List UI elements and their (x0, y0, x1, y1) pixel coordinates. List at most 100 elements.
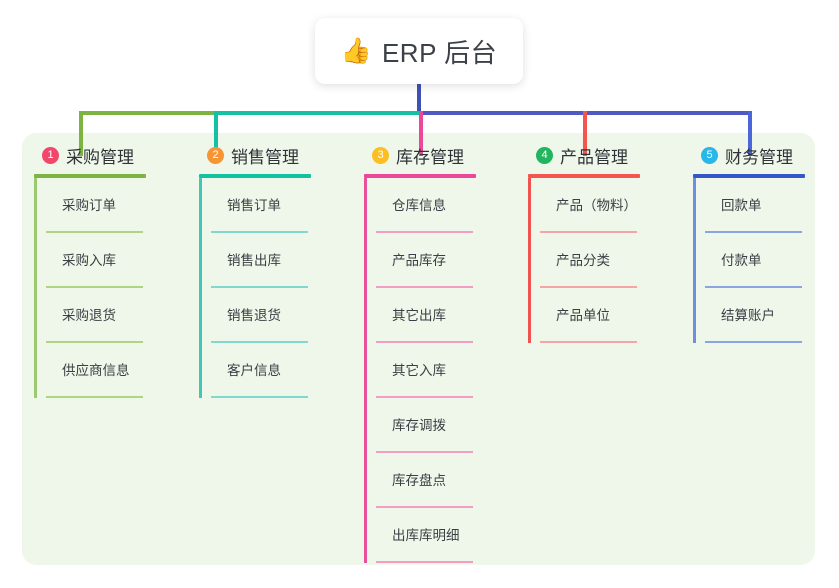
leaf-node[interactable]: 销售退货 (211, 288, 365, 343)
leaf-node-underline (376, 286, 473, 288)
leaf-node[interactable]: 采购入库 (46, 233, 200, 288)
leaf-node-label: 产品库存 (392, 253, 446, 268)
leaf-node-label: 销售退货 (227, 308, 281, 323)
leaf-node-underline (46, 231, 143, 233)
leaf-node[interactable]: 产品单位 (540, 288, 694, 343)
leaf-node[interactable]: 回款单 (705, 178, 839, 233)
diagram-panel (22, 133, 815, 565)
leaf-node-underline (46, 396, 143, 398)
leaf-node[interactable]: 仓库信息 (376, 178, 530, 233)
branch-column-1: 1 采购管理采购订单采购入库采购退货供应商信息 (34, 140, 200, 398)
branch-header-1[interactable]: 1 采购管理 (34, 140, 200, 170)
leaf-node-label: 其它出库 (392, 308, 446, 323)
leaf-node[interactable]: 供应商信息 (46, 343, 200, 398)
leaf-node-underline (376, 451, 473, 453)
leaf-node[interactable]: 客户信息 (211, 343, 365, 398)
leaf-node-label: 出库库明细 (392, 528, 460, 543)
branch-column-5: 5 财务管理回款单付款单结算账户 (693, 140, 839, 343)
branch-drop-1 (79, 111, 83, 156)
thumbs-up-icon: 👍 (340, 36, 372, 65)
leaf-node[interactable]: 其它入库 (376, 343, 530, 398)
leaf-node[interactable]: 库存盘点 (376, 453, 530, 508)
leaf-node-underline (705, 286, 802, 288)
leaf-node[interactable]: 出库库明细 (376, 508, 530, 563)
leaf-node[interactable]: 库存调拨 (376, 398, 530, 453)
branch-underline (693, 174, 805, 178)
branch-underline (364, 174, 476, 178)
leaf-node-underline (211, 341, 308, 343)
branch-number-badge: 2 (207, 146, 224, 164)
leaf-node-underline (705, 341, 802, 343)
branch-number-badge: 5 (701, 146, 718, 164)
leaf-node-label: 库存调拨 (392, 418, 446, 433)
leaf-node[interactable]: 采购退货 (46, 288, 200, 343)
branch-header-5[interactable]: 5 财务管理 (693, 140, 839, 170)
branch-header-3[interactable]: 3 库存管理 (364, 140, 530, 170)
root-node-title: ERP 后台 (381, 37, 498, 68)
branch-column-3: 3 库存管理仓库信息产品库存其它出库其它入库库存调拨库存盘点出库库明细 (364, 140, 530, 563)
branch-drop-4 (583, 111, 587, 156)
leaf-node-label: 仓库信息 (392, 198, 446, 213)
leaf-node[interactable]: 其它出库 (376, 288, 530, 343)
leaf-node-underline (376, 506, 473, 508)
leaf-node-label: 结算账户 (721, 308, 775, 323)
leaf-node-underline (376, 561, 473, 563)
leaf-node-label: 其它入库 (392, 363, 446, 378)
leaf-node[interactable]: 销售订单 (211, 178, 365, 233)
branch-underline (528, 174, 640, 178)
branch-title: 销售管理 (231, 147, 299, 167)
branch-spine (528, 178, 531, 343)
branch-number-badge: 3 (372, 146, 389, 164)
root-stem-connector (417, 84, 421, 114)
leaf-node-underline (376, 341, 473, 343)
leaf-node-label: 产品单位 (556, 308, 610, 323)
leaf-node-label: 供应商信息 (62, 363, 130, 378)
leaf-node-label: 库存盘点 (392, 473, 446, 488)
leaf-node-underline (46, 341, 143, 343)
root-node-card[interactable]: 👍 ERP 后台 (315, 18, 523, 84)
branch-items-list: 产品（物料） 产品分类产品单位 (528, 178, 694, 343)
leaf-node-label: 回款单 (721, 198, 762, 213)
branch-title: 财务管理 (725, 147, 793, 167)
leaf-node-label: 产品分类 (556, 253, 610, 268)
bus-segment-middle (214, 111, 419, 115)
leaf-node-underline (376, 396, 473, 398)
leaf-node[interactable]: 销售出库 (211, 233, 365, 288)
branch-items-list: 销售订单销售出库销售退货客户信息 (199, 178, 365, 398)
leaf-node[interactable]: 付款单 (705, 233, 839, 288)
leaf-node[interactable]: 产品（物料） (540, 178, 694, 233)
branch-title: 采购管理 (66, 147, 134, 167)
branch-spine (34, 178, 37, 398)
leaf-node-underline (211, 231, 308, 233)
branch-underline (34, 174, 146, 178)
branch-title: 库存管理 (396, 147, 464, 167)
leaf-node-label: 采购入库 (62, 253, 116, 268)
branch-column-2: 2 销售管理销售订单销售出库销售退货客户信息 (199, 140, 365, 398)
branch-header-2[interactable]: 2 销售管理 (199, 140, 365, 170)
branch-title: 产品管理 (560, 147, 628, 167)
leaf-node[interactable]: 产品库存 (376, 233, 530, 288)
leaf-node[interactable]: 采购订单 (46, 178, 200, 233)
leaf-node-underline (540, 341, 637, 343)
leaf-node-underline (46, 286, 143, 288)
branch-items-list: 仓库信息产品库存其它出库其它入库库存调拨库存盘点出库库明细 (364, 178, 530, 563)
leaf-node-label: 销售订单 (227, 198, 281, 213)
branch-drop-5 (748, 111, 752, 156)
leaf-node-label: 客户信息 (227, 363, 281, 378)
leaf-node-underline (705, 231, 802, 233)
leaf-node-label: 销售出库 (227, 253, 281, 268)
bus-segment-left (79, 111, 214, 115)
leaf-node[interactable]: 产品分类 (540, 233, 694, 288)
leaf-node[interactable]: 结算账户 (705, 288, 839, 343)
leaf-node-underline (376, 231, 473, 233)
branch-items-list: 采购订单采购入库采购退货供应商信息 (34, 178, 200, 398)
branch-drop-3 (419, 111, 423, 156)
leaf-node-underline (211, 396, 308, 398)
branch-number-badge: 1 (42, 146, 59, 164)
leaf-node-underline (540, 286, 637, 288)
branch-items-list: 回款单付款单结算账户 (693, 178, 839, 343)
leaf-node-underline (540, 231, 637, 233)
branch-spine (364, 178, 367, 563)
